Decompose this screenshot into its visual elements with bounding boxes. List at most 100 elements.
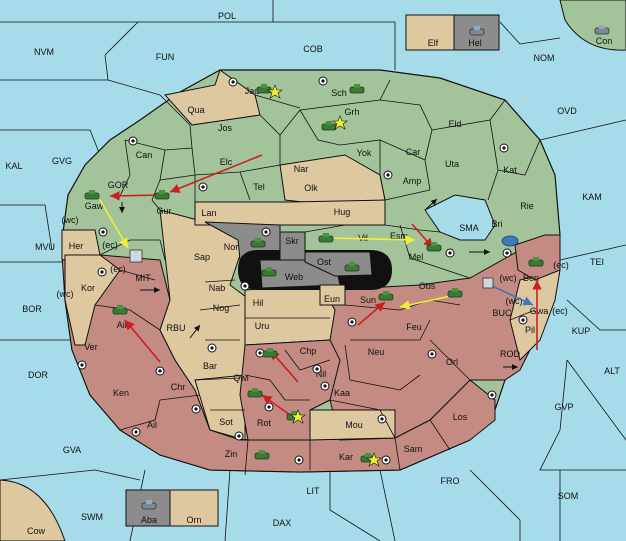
land-Gwa: Gwa — [530, 306, 549, 316]
sea-GOR: GOR — [108, 180, 129, 190]
supply-center-icon — [131, 427, 141, 437]
sea-DOR: DOR — [28, 370, 49, 380]
land-Amp: Amp — [403, 176, 422, 186]
supply-center-icon — [487, 390, 497, 400]
move-arrow — [411, 223, 434, 249]
move-arrow — [357, 301, 386, 326]
supply-center-icon — [312, 364, 322, 374]
province-borders — [94, 79, 541, 476]
land-Nor: Nor — [224, 242, 239, 252]
land-Yok: Yok — [357, 148, 372, 158]
army-unit-icon — [84, 190, 100, 200]
supply-center-icon — [191, 404, 201, 414]
land-Nar: Nar — [294, 164, 309, 174]
star-icon — [366, 452, 382, 467]
sea-KUP: KUP — [572, 326, 591, 336]
grey-army-unit-icon — [469, 26, 485, 36]
supply-center-icon — [264, 402, 274, 412]
supply-center-icon — [77, 360, 87, 370]
land-Los: Los — [453, 412, 468, 422]
region-tan-sot-mou — [194, 374, 246, 441]
land-Uta: Uta — [445, 159, 459, 169]
land-Gur: Gur — [156, 206, 171, 216]
sea-SOM: SOM — [558, 491, 579, 501]
sea-link-arrow — [424, 198, 438, 211]
sea-labels: POL NVM FUN COB NOM OVD KAL GVG KAM MVU … — [5, 11, 620, 528]
land-Hug: Hug — [334, 207, 351, 217]
coast-tag: (wc) — [500, 273, 517, 283]
coast-tag: (wc) — [57, 289, 74, 299]
supply-center-icon — [128, 136, 138, 146]
star-icon — [332, 115, 348, 130]
sea-GVP: GVP — [554, 402, 573, 412]
land-Hel: Hel — [468, 38, 482, 48]
land-Obs: Obs — [419, 281, 436, 291]
support-arrow — [329, 234, 416, 245]
coast-tag: (ec) — [110, 264, 126, 274]
land-Web: Web — [285, 272, 303, 282]
army-unit-icon — [318, 233, 334, 243]
supply-center-icon — [383, 170, 393, 180]
land-Neu: Neu — [368, 347, 385, 357]
land-Gaw: Gaw — [85, 201, 104, 211]
land-Olk: Olk — [304, 183, 318, 193]
coast-tag: (ec) — [552, 306, 568, 316]
army-unit-icon — [528, 257, 544, 267]
inner-sea-sma — [424, 194, 496, 241]
sea-GVG: GVG — [52, 156, 72, 166]
sea-BUC: BUC — [492, 308, 512, 318]
move-arrow — [109, 191, 161, 201]
land-Rie: Rie — [520, 201, 534, 211]
island-orn — [169, 489, 219, 527]
sea-link-arrow — [189, 324, 201, 339]
land-Skr: Skr — [285, 236, 299, 246]
land-Ost: Ost — [317, 257, 332, 267]
supply-center-icon — [427, 349, 437, 359]
support-arrow — [399, 294, 456, 310]
land-Aba: Aba — [141, 515, 157, 525]
sea-GVA: GVA — [63, 445, 81, 455]
order-arrows — [99, 154, 542, 416]
army-unit-icon — [426, 242, 442, 252]
land-Nil: Nil — [316, 369, 327, 379]
supply-center-icon — [261, 227, 271, 237]
island-elf — [405, 14, 455, 51]
land-Grh: Grh — [344, 107, 359, 117]
army-unit-icon — [250, 238, 266, 248]
sea-SWM: SWM — [81, 512, 103, 522]
land-Aik: Aik — [117, 320, 130, 330]
land-Qwi: Qwi — [233, 373, 249, 383]
sea-SMA: SMA — [459, 223, 479, 233]
star-icon — [290, 409, 306, 424]
sea-KAL: KAL — [5, 161, 22, 171]
land-Elc: Elc — [220, 157, 233, 167]
supply-center-icon — [198, 182, 208, 192]
move-arrow — [261, 394, 291, 416]
land-Kaa: Kaa — [334, 388, 350, 398]
land-Qua: Qua — [187, 105, 204, 115]
region-tan-lan-hug — [194, 199, 386, 226]
supply-center-icon — [377, 414, 387, 424]
land-Can: Can — [136, 150, 153, 160]
army-unit-icon — [154, 190, 170, 200]
coast-tags: (wc) (ec) (ec) (wc) (wc) (ec) (wc) (ec) — [57, 215, 569, 316]
land-Hil: Hil — [253, 298, 264, 308]
region-tan-west — [64, 254, 121, 346]
sea-OVD: OVD — [557, 106, 577, 116]
land-Ver: Ver — [84, 342, 98, 352]
sea-MVU: MVU — [35, 242, 55, 252]
land-Con: Con — [596, 36, 613, 46]
supply-center-icon — [97, 267, 107, 277]
land-Mel: Mel — [409, 252, 424, 262]
supply-center-icon — [347, 317, 357, 327]
army-unit-icon — [254, 450, 270, 460]
grey-army-unit-icon — [141, 500, 157, 510]
move-arrow — [169, 154, 263, 193]
supply-center-icon — [228, 77, 238, 87]
land-Esm: Esm — [390, 231, 408, 241]
sea-POL: POL — [218, 11, 236, 21]
sea-BOR: BOR — [22, 304, 42, 314]
land-Ail: Ail — [147, 420, 157, 430]
land-labels: Jad Sch Qua Jos Grh Eld Can Elc Nar Yok … — [69, 86, 549, 462]
sea-FUN: FUN — [156, 52, 175, 62]
